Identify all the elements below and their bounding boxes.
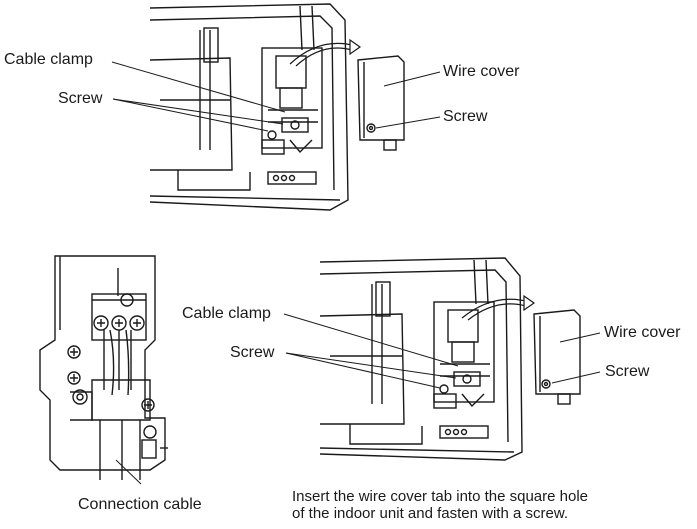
bottom-screw-left-label: Screw — [230, 344, 275, 361]
bottom-screw-right-label: Screw — [605, 363, 650, 380]
terminal-detail-drawing — [39, 255, 168, 480]
bottom-cable-clamp-label: Cable clamp — [182, 305, 271, 322]
instruction-line-1: Insert the wire cover tab into the squar… — [292, 488, 589, 505]
bottom-wire-cover-label: Wire cover — [604, 324, 681, 341]
bottom-wire-cover-part — [533, 309, 581, 405]
top-cable-clamp-label: Cable clamp — [4, 51, 93, 68]
connection-cable-label: Connection cable — [78, 496, 202, 513]
bottom-unit-drawing — [319, 257, 523, 461]
top-wire-cover-label: Wire cover — [443, 63, 520, 80]
top-screw-right-label: Screw — [443, 108, 488, 125]
top-wire-cover-part — [357, 55, 405, 151]
top-screw-left-label: Screw — [58, 90, 103, 107]
instruction-line-2: of the indoor unit and fasten with a scr… — [292, 505, 568, 522]
